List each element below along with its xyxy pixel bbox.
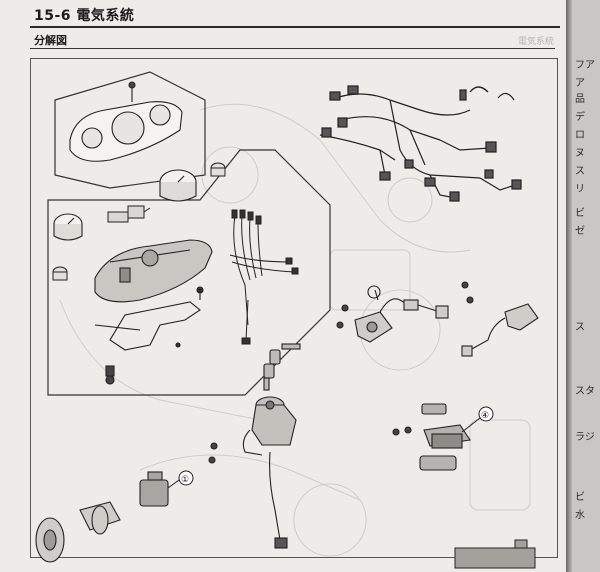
meter-wiring xyxy=(229,209,299,345)
left-manual-page: 15-6 電気系統 分解図 電気系統 xyxy=(0,0,566,572)
right-page-text-8: リ xyxy=(575,184,585,195)
right-manual-page xyxy=(566,0,600,572)
right-page-text-9: ビ xyxy=(575,208,585,219)
handlebar-switch-right xyxy=(461,281,539,357)
ghost-motorcycle-outline xyxy=(59,103,531,557)
speedometer-gauge xyxy=(159,169,197,202)
header-divider xyxy=(30,26,560,28)
right-page-text-1: フア xyxy=(575,60,595,71)
tachometer-gauge xyxy=(53,213,83,241)
right-page-text-13: ラジ xyxy=(575,432,595,443)
ignition-keys xyxy=(263,343,301,391)
callout-1-leader xyxy=(167,479,180,489)
callout-4-leader xyxy=(461,417,481,433)
right-page-text-14: ビ xyxy=(575,492,585,503)
right-page-text-6: ヌ xyxy=(575,148,585,159)
page-header-title: 15-6 電気系統 xyxy=(34,8,135,24)
meter-connector xyxy=(107,205,151,223)
fuse-box xyxy=(392,403,471,471)
meter-group-outline xyxy=(47,149,331,396)
right-page-text-11: ス xyxy=(575,322,585,333)
relay-unit xyxy=(139,471,169,507)
right-page-text-10: ゼ xyxy=(575,226,585,237)
right-page-text-15: 水 xyxy=(575,510,585,521)
meter-cover-outline xyxy=(54,71,206,189)
callout-4-label: ④ xyxy=(481,411,489,421)
exploded-view-frame xyxy=(30,58,558,558)
ignition-switch xyxy=(208,396,297,549)
right-page-text-2: ア xyxy=(575,78,585,89)
indicator-lamps xyxy=(52,162,226,281)
callout-1-circle xyxy=(178,470,194,486)
section-label: 分解図 xyxy=(34,34,67,47)
main-wire-harness xyxy=(319,85,522,202)
battery-partial xyxy=(454,539,536,569)
callout-4-circle xyxy=(478,406,494,422)
meter-case xyxy=(94,239,213,303)
callout-1-label: ① xyxy=(181,475,189,485)
page-gutter-shadow xyxy=(566,0,572,572)
ghost-text: 電気系統 xyxy=(518,37,555,47)
meter-cover xyxy=(69,81,183,162)
right-page-text-4: デ xyxy=(575,112,585,123)
handlebar-switch-left xyxy=(336,285,449,343)
section-divider xyxy=(30,48,555,49)
right-page-text-3: 品 xyxy=(575,94,585,105)
right-page-text-12: スタ xyxy=(575,386,595,397)
horn xyxy=(35,501,121,563)
right-page-text-7: ス xyxy=(575,166,585,177)
exploded-view-diagram: ① ④ xyxy=(35,71,539,569)
right-page-text-5: ロ xyxy=(575,130,585,141)
meter-bracket xyxy=(94,286,204,385)
